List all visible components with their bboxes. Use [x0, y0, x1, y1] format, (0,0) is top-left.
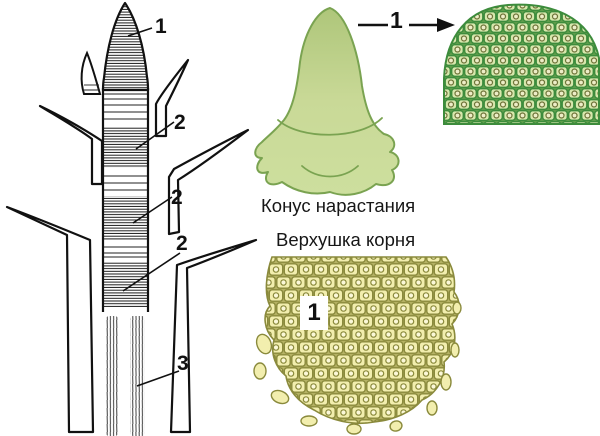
growth-cone-drawing [254, 7, 400, 196]
lateral-bud [80, 50, 102, 95]
caption-root-tip: Верхушка корня [276, 229, 416, 250]
caption-growth-cone: Конус нарастания [261, 195, 416, 216]
leaf-outer-right [169, 238, 258, 434]
arrowhead-icon [437, 18, 455, 32]
vascular-strands [106, 316, 145, 436]
label-root-meristem-text: 1 [307, 299, 321, 326]
apical-bud [101, 1, 150, 92]
leaves [5, 58, 258, 434]
leaf-mid-right [167, 128, 250, 236]
label-shoot-apex: 1 [155, 15, 167, 38]
root-tip-body [264, 256, 460, 425]
label-arrow: 1 [390, 7, 403, 33]
magnify-arrow [358, 18, 455, 32]
stem-sparse-hatch [103, 93, 148, 258]
label-node-meristem-c: 2 [176, 232, 188, 255]
root-tip-cells [253, 256, 462, 435]
leaf-upper-right [154, 58, 190, 138]
sloughing-root-cap-cells [253, 301, 462, 435]
shoot-meristem-cells [443, 3, 600, 125]
leaf-upper-left [38, 104, 104, 186]
label-node-meristem-b: 2 [171, 186, 183, 209]
leaf-outer-left [5, 205, 95, 434]
primordia-lines [277, 117, 383, 178]
meristem-dome [443, 3, 600, 125]
label-root-meristem: 1 [300, 296, 328, 330]
growth-cone-body [254, 7, 400, 196]
label-vascular-strands: 3 [177, 352, 189, 375]
label-node-meristem-a: 2 [174, 111, 186, 134]
shoot-section-drawing [5, 1, 258, 436]
pointer-lines [122, 27, 181, 387]
